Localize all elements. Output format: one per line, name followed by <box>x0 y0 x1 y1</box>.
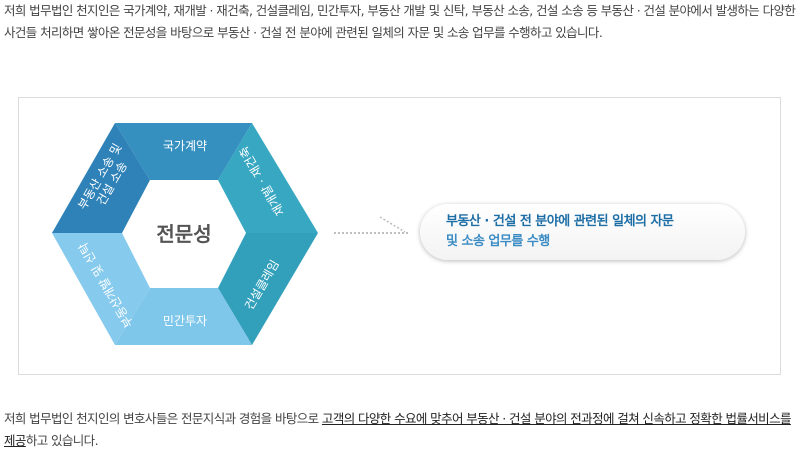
segment-left-top <box>52 123 150 233</box>
closing-paragraph: 저희 법무법인 천지인의 변호사들은 전문지식과 경험을 바탕으로 고객의 다양… <box>4 408 796 452</box>
segment-left-bottom <box>52 233 150 345</box>
connector-dotted-diagonal <box>379 216 406 233</box>
callout-line-1: 부동산 · 건설 전 분야에 관련된 일체의 자문 <box>446 214 674 229</box>
center-label: 전문성 <box>156 222 211 246</box>
expertise-callout: 부동산 · 건설 전 분야에 관련된 일체의 자문 및 소송 업무를 수행 <box>420 204 745 260</box>
segment-right-top <box>218 123 318 233</box>
segment-label-bottom: 민간투자 <box>163 314 207 328</box>
segment-label-top: 국가계약 <box>163 138 207 153</box>
expertise-diagram-frame <box>18 97 781 375</box>
closing-highlight: 고객의 다양한 수요에 맞추어 부동산 · 건설 분야의 전과정에 걸쳐 신속하… <box>4 411 791 448</box>
segment-top <box>115 123 252 180</box>
segment-bottom <box>115 288 252 345</box>
segment-right-bottom <box>218 233 318 345</box>
closing-prefix: 저희 법무법인 천지인의 변호사들은 전문지식과 경험을 바탕으로 <box>4 411 322 426</box>
intro-paragraph: 저희 법무법인 천지인은 국가계약, 재개발 · 재건축, 건설클레임, 민간투… <box>4 3 796 40</box>
closing-suffix: 하고 있습니다. <box>25 433 99 448</box>
callout-line-2: 및 소송 업무를 수행 <box>446 234 550 249</box>
